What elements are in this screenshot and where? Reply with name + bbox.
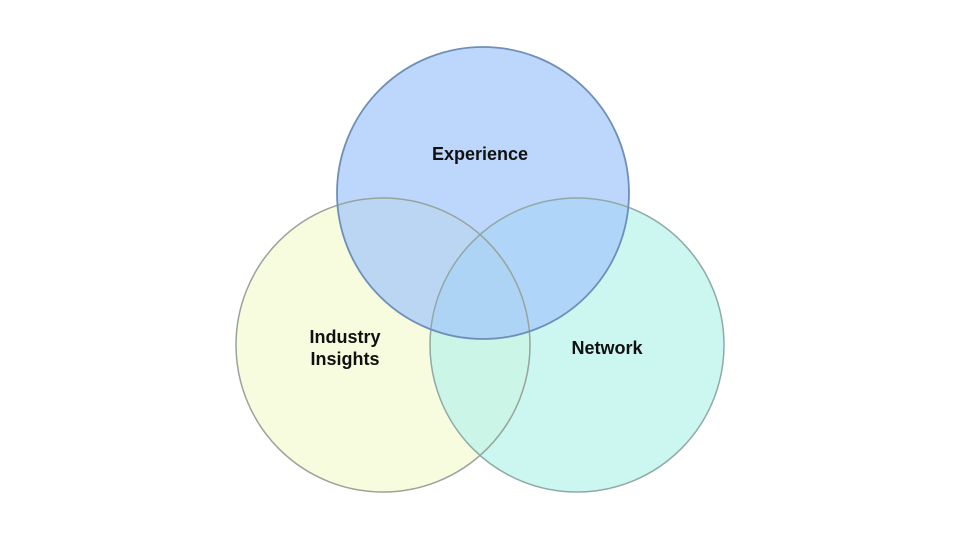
outline-industry-insights — [235, 197, 531, 493]
outline-experience — [336, 46, 630, 340]
label-experience: Experience — [432, 144, 528, 164]
circle-experience — [337, 47, 629, 339]
label-industry-insights-line1: Industry — [309, 327, 380, 347]
label-network: Network — [571, 338, 643, 358]
label-industry-insights-line2: Insights — [310, 349, 379, 369]
outline-network — [429, 197, 725, 493]
